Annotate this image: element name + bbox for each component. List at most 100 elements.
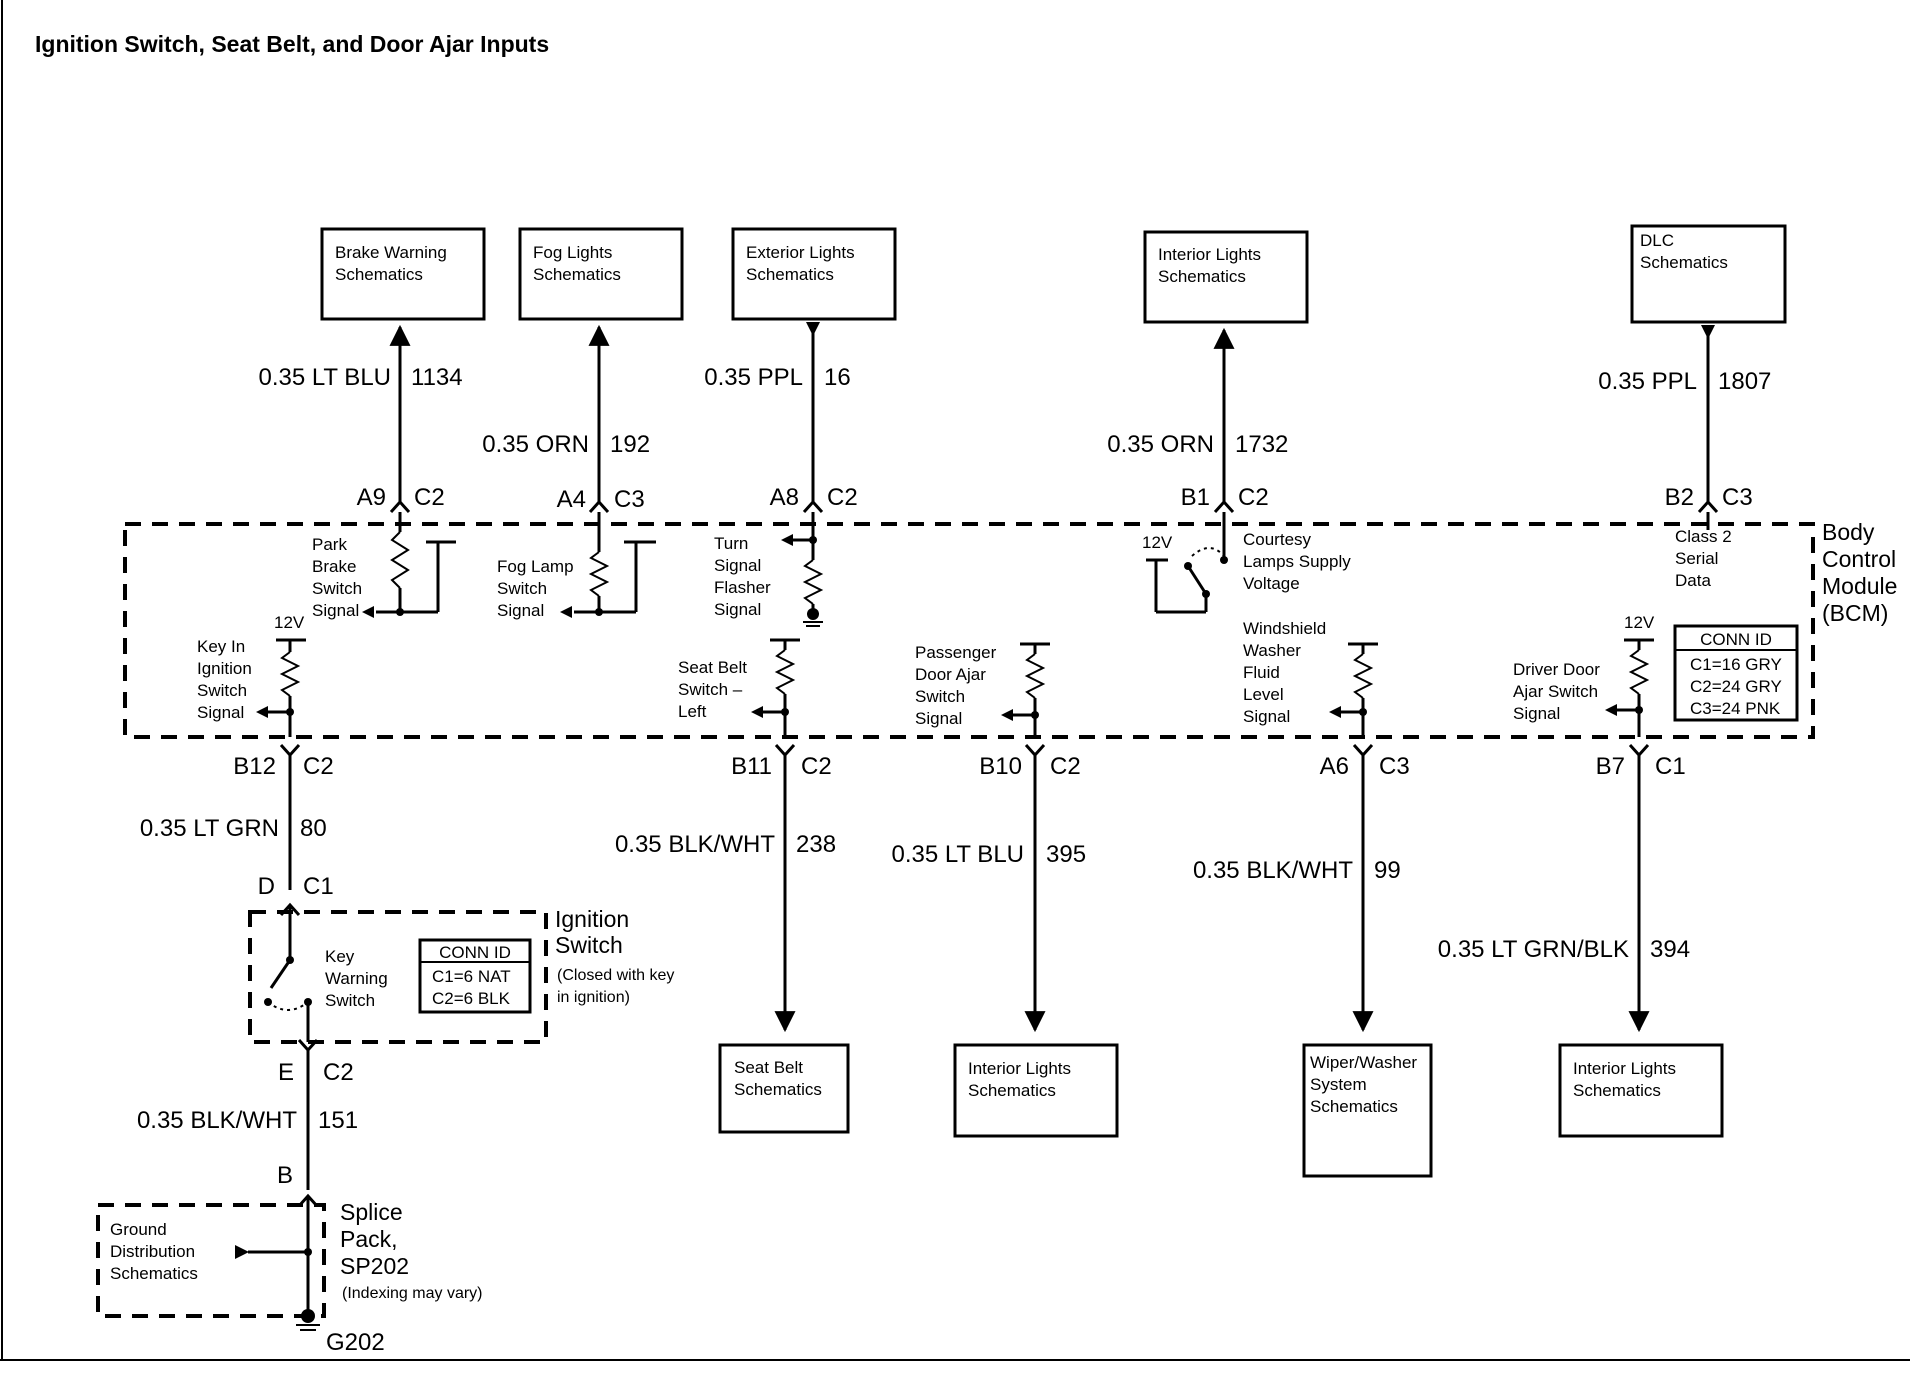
svg-text:Signal: Signal — [197, 703, 244, 722]
svg-text:D: D — [258, 873, 275, 900]
seat-belt-circuit: Seat Belt Switch – Left — [678, 638, 800, 737]
svg-text:Ignition: Ignition — [555, 906, 629, 932]
connector-a8: A8 C2 — [770, 484, 858, 514]
svg-text:Interior Lights: Interior Lights — [1573, 1059, 1676, 1078]
svg-text:B11: B11 — [731, 753, 772, 780]
svg-text:Control: Control — [1822, 546, 1896, 572]
svg-text:Key: Key — [325, 947, 355, 966]
box-wiper-washer[interactable]: Wiper/Washer System Schematics — [1302, 1043, 1433, 1178]
ignition-switch-label: Ignition Switch (Closed with key in igni… — [555, 906, 674, 1006]
wire-192: 0.35 ORN 192 — [482, 324, 650, 504]
svg-text:A6: A6 — [1320, 753, 1349, 780]
box-fog-lights[interactable]: Fog Lights Schematics — [518, 227, 684, 321]
svg-text:Door Ajar: Door Ajar — [915, 665, 986, 684]
wire-394: 0.35 LT GRN/BLK 394 — [1438, 755, 1690, 1033]
connector-b1: B1 C2 — [1181, 484, 1269, 514]
svg-text:Signal: Signal — [497, 601, 544, 620]
svg-text:B: B — [277, 1162, 293, 1189]
svg-text:Schematics: Schematics — [968, 1081, 1056, 1100]
key-in-circuit: 12V Key In Ignition Switch Signal — [197, 613, 306, 737]
svg-text:Brake Warning: Brake Warning — [335, 243, 447, 262]
box-interior-lights-top[interactable]: Interior Lights Schematics — [1143, 230, 1309, 324]
svg-text:System: System — [1310, 1075, 1367, 1094]
svg-text:DLC: DLC — [1640, 231, 1674, 250]
svg-text:CONN ID: CONN ID — [1700, 630, 1772, 649]
svg-text:0.35 LT GRN/BLK: 0.35 LT GRN/BLK — [1438, 936, 1629, 963]
courtesy-circuit: 12V Courtesy Lamps Supply Voltage — [1142, 512, 1351, 614]
wire-1732: 0.35 ORN 1732 — [1107, 327, 1288, 504]
svg-text:0.35 BLK/WHT: 0.35 BLK/WHT — [1193, 857, 1353, 884]
svg-text:Body: Body — [1822, 519, 1875, 545]
connector-a9: A9 C2 — [357, 484, 445, 514]
connector-e: E C2 — [278, 1038, 354, 1086]
resistor-icon — [1024, 653, 1046, 699]
connector-b11: B11 C2 — [731, 743, 832, 780]
svg-text:C2=24 GRY: C2=24 GRY — [1690, 677, 1782, 696]
svg-text:Level: Level — [1243, 685, 1284, 704]
svg-text:B12: B12 — [233, 753, 276, 780]
svg-text:Interior Lights: Interior Lights — [1158, 245, 1261, 264]
svg-text:(Closed with key: (Closed with key — [557, 967, 674, 984]
svg-text:Voltage: Voltage — [1243, 574, 1300, 593]
park-brake-circuit: Park Brake Switch Signal — [312, 512, 456, 620]
svg-text:(Indexing may vary): (Indexing may vary) — [342, 1285, 483, 1302]
svg-text:C3=24 PNK: C3=24 PNK — [1690, 699, 1781, 718]
key-warning-switch: Key Warning Switch — [264, 905, 388, 1042]
box-exterior-lights[interactable]: Exterior Lights Schematics — [731, 227, 897, 321]
wire-80: 0.35 LT GRN 80 — [140, 755, 327, 890]
svg-text:Schematics: Schematics — [1310, 1097, 1398, 1116]
svg-text:Schematics: Schematics — [335, 265, 423, 284]
resistor-icon — [390, 531, 410, 589]
box-interior-lights-1[interactable]: Interior Lights Schematics — [953, 1043, 1119, 1138]
svg-text:C2=6 BLK: C2=6 BLK — [432, 989, 511, 1008]
svg-text:Exterior Lights: Exterior Lights — [746, 243, 855, 262]
svg-text:Schematics: Schematics — [1158, 267, 1246, 286]
svg-text:Flasher: Flasher — [714, 578, 771, 597]
box-brake-warning[interactable]: Brake Warning Schematics — [320, 227, 486, 321]
svg-text:C1=16 GRY: C1=16 GRY — [1690, 655, 1782, 674]
svg-text:1807: 1807 — [1718, 368, 1771, 395]
svg-text:C2: C2 — [801, 753, 832, 780]
svg-text:Signal: Signal — [1243, 707, 1290, 726]
svg-text:Switch: Switch — [197, 681, 247, 700]
passenger-door-circuit: Passenger Door Ajar Switch Signal — [915, 642, 1050, 737]
svg-text:Seat Belt: Seat Belt — [734, 1058, 803, 1077]
svg-text:Wiper/Washer: Wiper/Washer — [1310, 1053, 1417, 1072]
svg-text:Washer: Washer — [1243, 641, 1301, 660]
svg-text:C1: C1 — [303, 873, 334, 900]
svg-text:Class 2: Class 2 — [1675, 527, 1732, 546]
ground-icon — [807, 608, 819, 620]
splice-pack-boundary — [96, 1203, 326, 1318]
svg-text:B1: B1 — [1181, 484, 1210, 511]
svg-text:B10: B10 — [979, 753, 1022, 780]
svg-text:Left: Left — [678, 702, 707, 721]
svg-text:Warning: Warning — [325, 969, 388, 988]
svg-text:C2: C2 — [414, 484, 445, 511]
svg-text:Fog Lights: Fog Lights — [533, 243, 612, 262]
svg-text:B2: B2 — [1665, 484, 1694, 511]
svg-text:Module: Module — [1822, 573, 1897, 599]
svg-text:E: E — [278, 1059, 294, 1086]
svg-text:Interior Lights: Interior Lights — [968, 1059, 1071, 1078]
svg-text:Schematics: Schematics — [110, 1264, 198, 1283]
box-seat-belt[interactable]: Seat Belt Schematics — [718, 1043, 850, 1134]
wire-238: 0.35 BLK/WHT 238 — [615, 755, 836, 1033]
wire-151: 0.35 BLK/WHT 151 — [137, 1050, 358, 1190]
svg-text:0.35 ORN: 0.35 ORN — [1107, 431, 1214, 458]
svg-text:Windshield: Windshield — [1243, 619, 1326, 638]
svg-text:Switch –: Switch – — [678, 680, 743, 699]
bcm-boundary — [123, 522, 1815, 739]
connector-b7: B7 C1 — [1596, 743, 1686, 780]
svg-text:C2: C2 — [1238, 484, 1269, 511]
svg-text:Ground: Ground — [110, 1220, 167, 1239]
svg-text:0.35 PPL: 0.35 PPL — [704, 364, 803, 391]
svg-text:Distribution: Distribution — [110, 1242, 195, 1261]
svg-text:0.35 BLK/WHT: 0.35 BLK/WHT — [137, 1107, 297, 1134]
svg-text:in ignition): in ignition) — [557, 989, 630, 1006]
svg-text:0.35 LT GRN: 0.35 LT GRN — [140, 815, 279, 842]
svg-text:SP202: SP202 — [340, 1253, 409, 1279]
box-interior-lights-2[interactable]: Interior Lights Schematics — [1558, 1043, 1724, 1138]
class2-label: Class 2 Serial Data — [1675, 512, 1732, 590]
box-dlc[interactable]: DLC Schematics — [1630, 224, 1787, 324]
resistor-icon — [588, 551, 610, 597]
